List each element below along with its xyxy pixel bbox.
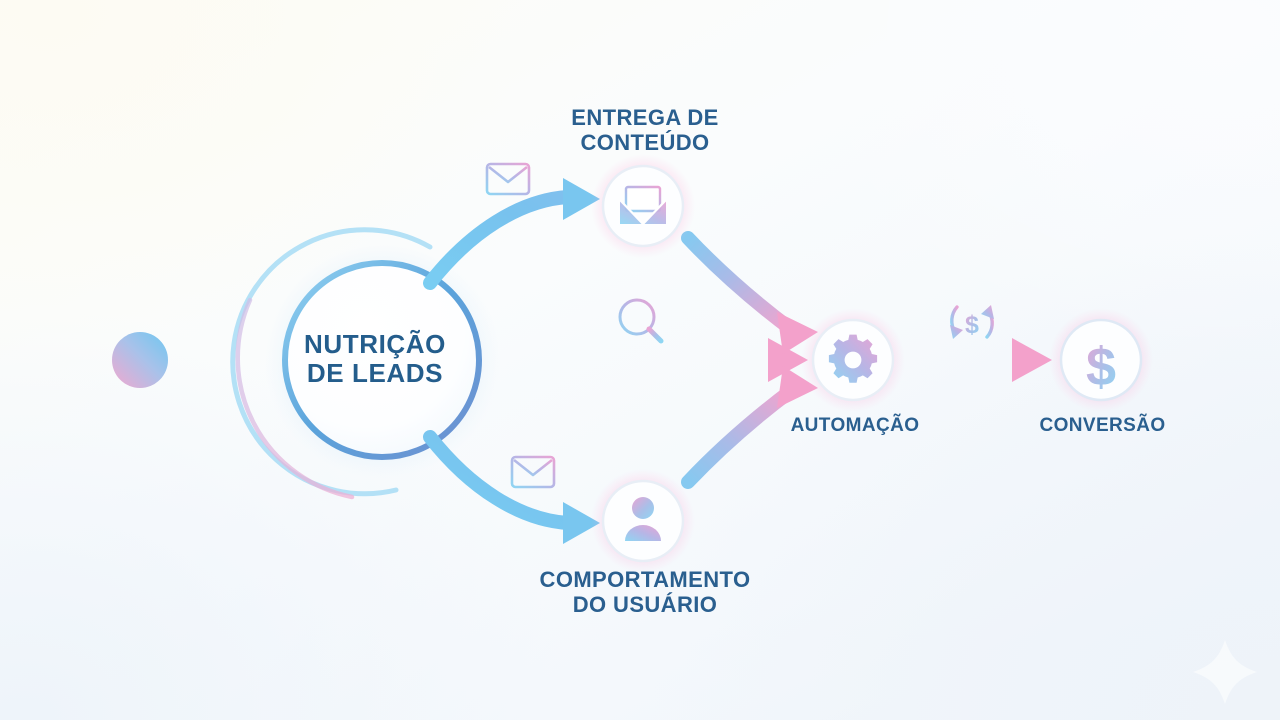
- refresh-dollar-icon: $: [950, 305, 994, 339]
- node-conversion[interactable]: $: [1049, 308, 1153, 412]
- node-content[interactable]: [591, 154, 695, 258]
- node-behavior-circle: [601, 479, 685, 563]
- connection-behavior-to-automation: [681, 366, 818, 489]
- magnifier-icon: [618, 298, 664, 344]
- sparkle-icon: [1193, 640, 1257, 704]
- node-conversion-circle: [1059, 318, 1143, 402]
- envelope-icon: [485, 162, 531, 196]
- gear-icon: [828, 334, 878, 383]
- connection-automation-to-conversion: [900, 338, 1052, 382]
- svg-text:$: $: [965, 311, 979, 339]
- node-behavior[interactable]: [591, 469, 695, 573]
- open-envelope-icon: [619, 185, 667, 226]
- label-nutricao-de-leads: NUTRIÇÃO DE LEADS: [303, 329, 446, 389]
- connection-central-to-automation: [480, 338, 808, 382]
- label-entrega-de-conteudo: ENTREGA DE CONTEÚDO: [571, 105, 719, 155]
- node-automation[interactable]: [801, 308, 905, 412]
- dollar-icon: $: [1086, 337, 1116, 397]
- hub-circle[interactable]: [282, 260, 482, 460]
- label-automacao: AUTOMAÇÃO: [790, 415, 920, 436]
- hub-outer-arcs: [230, 227, 433, 500]
- label-comportamento-do-usuario: COMPORTAMENTO DO USUÁRIO: [539, 567, 751, 617]
- connection-central-to-behavior: [423, 430, 600, 544]
- connection-start-to-central: [112, 332, 262, 388]
- connection-content-to-automation: [681, 231, 818, 354]
- user-icon: [625, 497, 661, 541]
- connection-central-to-content: [423, 178, 600, 290]
- start-dot-icon: [112, 332, 168, 388]
- label-conversao: CONVERSÃO: [1039, 415, 1166, 436]
- svg-text:$: $: [1086, 337, 1116, 397]
- envelope-icon: [510, 455, 556, 489]
